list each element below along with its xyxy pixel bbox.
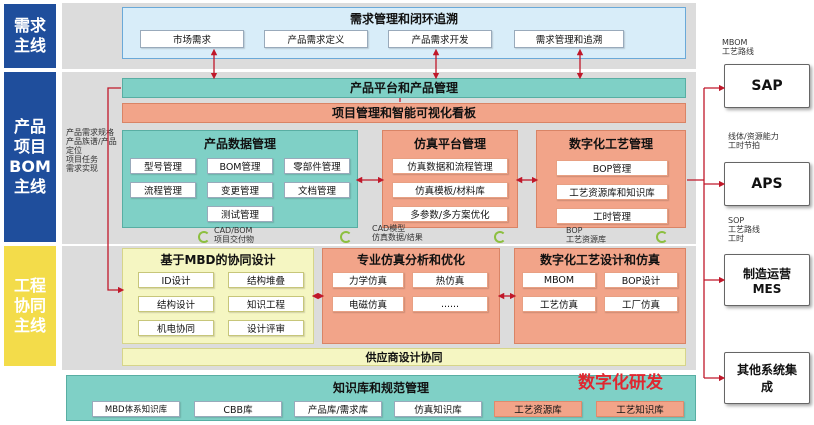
recycle-icon-4 bbox=[656, 231, 668, 243]
knowledge-item-sim: 仿真知识库 bbox=[394, 401, 482, 417]
watermark-label: 数字化研发 bbox=[578, 373, 663, 393]
knowledge-item-process: 工艺知识库 bbox=[596, 401, 684, 417]
demand-item-trace: 需求管理和追溯 bbox=[514, 30, 624, 48]
pdm-panel: 产品数据管理 bbox=[122, 130, 358, 228]
knowledge-item-product: 产品库/需求库 bbox=[294, 401, 382, 417]
demand-item-define: 产品需求定义 bbox=[264, 30, 368, 48]
system-aps: APS bbox=[724, 162, 810, 206]
mbd-item-knowledge: 知识工程 bbox=[228, 296, 304, 312]
pdm-title: 产品数据管理 bbox=[203, 137, 276, 151]
knowledge-item-cbb: CBB库 bbox=[194, 401, 282, 417]
knowledge-item-resource: 工艺资源库 bbox=[494, 401, 582, 417]
pdm-item-model: 型号管理 bbox=[130, 158, 196, 174]
mbd-item-structure: 结构设计 bbox=[138, 296, 214, 312]
sim-item-data: 仿真数据和流程管理 bbox=[392, 158, 508, 174]
mbd-item-stack: 结构堆叠 bbox=[228, 272, 304, 288]
dig-design-item-bop: BOP设计 bbox=[604, 272, 678, 288]
pro-sim-title: 专业仿真分析和优化 bbox=[356, 253, 465, 267]
dp-item-bop: BOP管理 bbox=[556, 160, 668, 176]
mbd-title: 基于MBD的协同设计 bbox=[160, 253, 276, 267]
recycle-icon-1 bbox=[198, 231, 210, 243]
mes-note: SOP 工艺路线 工时 bbox=[728, 216, 760, 243]
dig-design-item-mbom: MBOM bbox=[522, 272, 596, 288]
note-bop: BOP 工艺资源库 bbox=[566, 226, 606, 244]
dig-design-item-process: 工艺仿真 bbox=[522, 296, 596, 312]
pdm-item-parts: 零部件管理 bbox=[284, 158, 350, 174]
pro-sim-item-mechanics: 力学仿真 bbox=[332, 272, 404, 288]
demand-item-market: 市场需求 bbox=[140, 30, 244, 48]
lane-product-bom: 产品 项目 BOM 主线 bbox=[4, 72, 56, 242]
lane-demand: 需求 主线 bbox=[4, 4, 56, 68]
mbd-item-mechatronic: 机电协同 bbox=[138, 320, 214, 336]
system-other: 其他系统集 成 bbox=[724, 352, 810, 404]
sim-item-template: 仿真模板/材料库 bbox=[392, 182, 508, 198]
pro-sim-item-thermal: 热仿真 bbox=[412, 272, 488, 288]
sap-note: MBOM 工艺路线 bbox=[722, 38, 754, 56]
knowledge-title: 知识库和规范管理 bbox=[332, 381, 429, 395]
demand-item-develop: 产品需求开发 bbox=[388, 30, 492, 48]
recycle-icon-2 bbox=[340, 231, 352, 243]
dp-item-hours: 工时管理 bbox=[556, 208, 668, 224]
knowledge-item-mbd: MBD体系知识库 bbox=[92, 401, 180, 417]
system-mes: 制造运营 MES bbox=[724, 254, 810, 306]
system-sap: SAP bbox=[724, 64, 810, 108]
dig-design-title: 数字化工艺设计和仿真 bbox=[539, 253, 660, 267]
recycle-icon-3 bbox=[494, 231, 506, 243]
aps-note: 线体/资源能力 工时节拍 bbox=[728, 132, 779, 150]
note-cad-model: CAD模型 仿真数据/结果 bbox=[372, 224, 423, 242]
pdm-item-change: 变更管理 bbox=[207, 182, 273, 198]
dig-design-item-factory: 工厂仿真 bbox=[604, 296, 678, 312]
dp-item-resource: 工艺资源库和知识库 bbox=[556, 184, 668, 200]
pdm-item-bom: BOM管理 bbox=[207, 158, 273, 174]
project-bar: 项目管理和智能可视化看板 bbox=[122, 103, 686, 123]
mbd-item-review: 设计评审 bbox=[228, 320, 304, 336]
left-annotation: 产品需求规格 产品族谱/产品 定位 项目任务 需求实现 bbox=[66, 128, 117, 173]
pdm-item-flow: 流程管理 bbox=[130, 182, 196, 198]
pro-sim-item-em: 电磁仿真 bbox=[332, 296, 404, 312]
sim-platform-title: 仿真平台管理 bbox=[413, 137, 486, 151]
note-cad-bom: CAD/BOM 项目交付物 bbox=[214, 226, 254, 244]
digital-process-title: 数字化工艺管理 bbox=[568, 137, 653, 151]
demand-title: 需求管理和闭环追溯 bbox=[349, 12, 458, 26]
pro-sim-item-more: ...... bbox=[412, 296, 488, 312]
pdm-item-docs: 文档管理 bbox=[284, 182, 350, 198]
sim-item-optimize: 多参数/多方案优化 bbox=[392, 206, 508, 222]
lane-engineering: 工程 协同 主线 bbox=[4, 246, 56, 366]
mbd-item-id: ID设计 bbox=[138, 272, 214, 288]
supplier-bar: 供应商设计协同 bbox=[122, 348, 686, 366]
pdm-item-test: 测试管理 bbox=[207, 206, 273, 222]
platform-bar: 产品平台和产品管理 bbox=[122, 78, 686, 98]
